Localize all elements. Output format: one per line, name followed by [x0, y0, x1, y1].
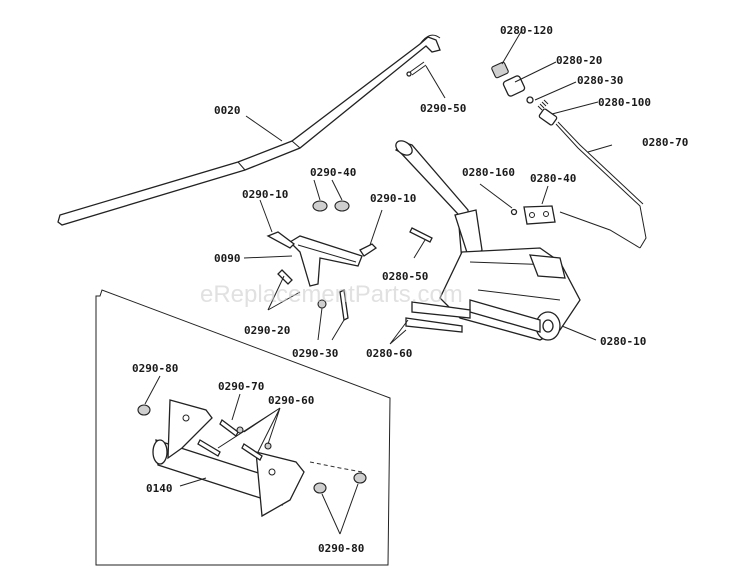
label-0290-10-left: 0290-10	[242, 188, 288, 201]
label-0020: 0020	[214, 104, 241, 117]
bolts-0290-10	[266, 231, 378, 257]
cotter-pin-0290-50	[406, 61, 427, 77]
label-0290-20: 0290-20	[244, 324, 290, 337]
leader-lines	[144, 29, 613, 535]
inset-box	[95, 289, 391, 566]
label-0290-70: 0290-70	[218, 380, 264, 393]
label-0280-10: 0280-10	[600, 335, 646, 348]
label-0290-30: 0290-30	[292, 347, 338, 360]
label-0280-70: 0280-70	[642, 136, 688, 149]
label-0290-60: 0290-60	[268, 394, 314, 407]
label-0290-80-lower: 0290-80	[318, 542, 364, 555]
label-0290-10-right: 0290-10	[370, 192, 416, 205]
clevis-pin-0280-50	[409, 227, 433, 243]
watermark-text: eReplacementParts.com	[200, 281, 463, 308]
label-0090: 0090	[214, 252, 241, 265]
plate-0280-40	[510, 205, 556, 225]
hardware-0290-20-0290-30	[277, 269, 349, 321]
label-0280-20: 0280-20	[556, 54, 602, 67]
axle-bracket-0140	[152, 399, 305, 518]
hardware-0290-60-0290-70	[197, 419, 272, 461]
label-0280-60: 0280-60	[366, 347, 412, 360]
label-0140: 0140	[146, 482, 173, 495]
label-0280-100: 0280-100	[598, 96, 651, 109]
label-0280-30: 0280-30	[577, 74, 623, 87]
label-0280-120: 0280-120	[500, 24, 553, 37]
label-0280-160: 0280-160	[462, 166, 515, 179]
label-0280-50: 0280-50	[382, 270, 428, 283]
label-0280-40: 0280-40	[530, 172, 576, 185]
label-0290-80-upper: 0290-80	[132, 362, 178, 375]
label-0290-40: 0290-40	[310, 166, 356, 179]
nuts-0290-80	[137, 404, 367, 494]
hardware-0290-40	[312, 200, 350, 212]
lift-handle-rod	[57, 34, 441, 226]
label-0290-50: 0290-50	[420, 102, 466, 115]
cable-assembly	[491, 61, 647, 249]
bracket-0090	[288, 235, 363, 287]
lift-lever-assembly	[395, 140, 581, 341]
